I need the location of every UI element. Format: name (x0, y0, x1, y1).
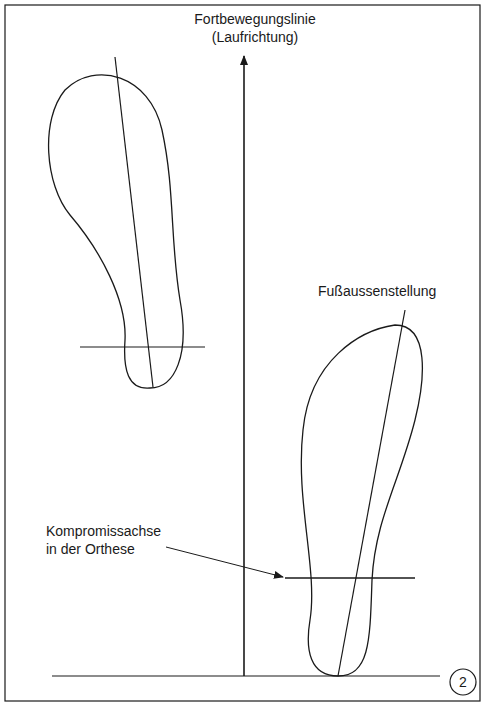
leader-line (166, 547, 283, 577)
left-foot-axis (115, 57, 153, 387)
left-foot (49, 75, 184, 388)
ground-line (52, 675, 440, 676)
axis-label: Kompromissachse in der Orthese (46, 522, 164, 558)
left-joint-axis (80, 346, 205, 347)
foot-angle-label: Fußaussenstellung (318, 282, 468, 300)
walking-line (243, 56, 245, 676)
figure-number: 2 (450, 673, 476, 691)
compromise-axis (285, 577, 415, 579)
frame (5, 5, 480, 701)
direction-label: Fortbewegungslinie (Laufrichtung) (180, 10, 330, 46)
figure-number-circle (450, 669, 476, 695)
right-foot (301, 325, 422, 676)
right-foot-axis (338, 310, 405, 676)
